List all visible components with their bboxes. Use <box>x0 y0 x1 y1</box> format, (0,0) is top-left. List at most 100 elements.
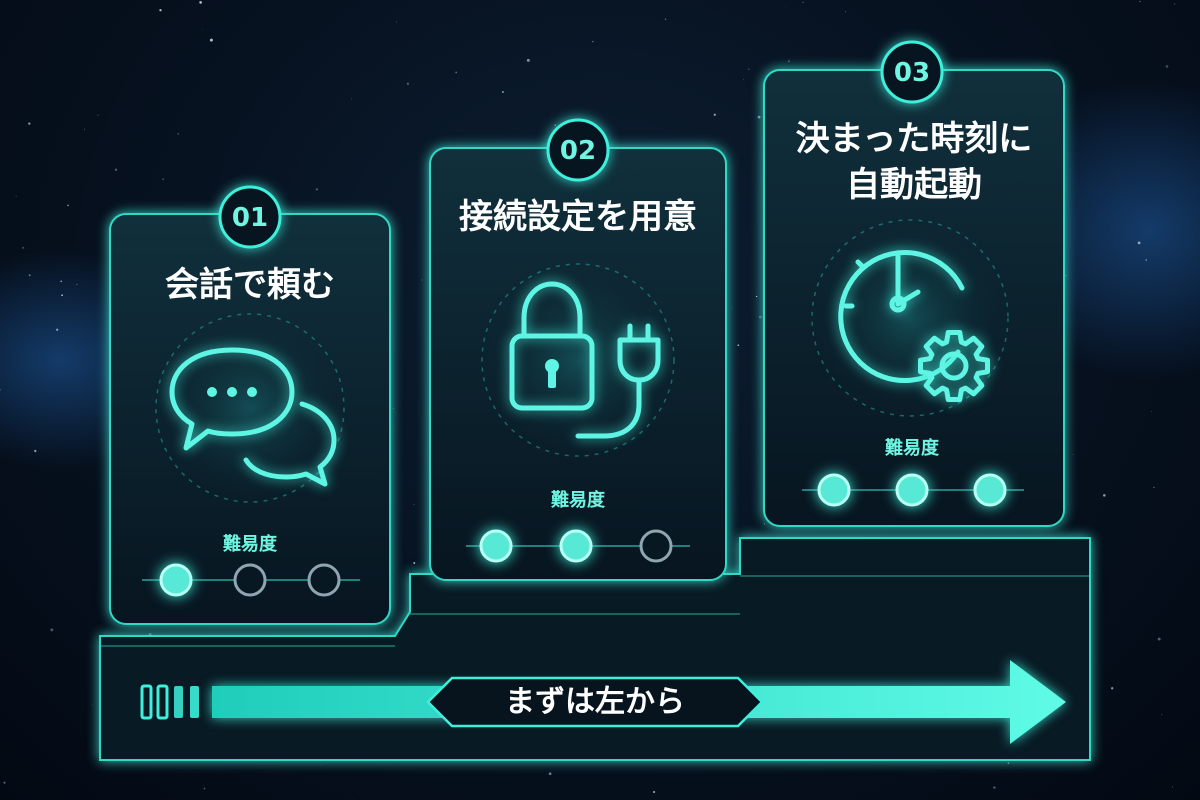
star <box>1137 241 1141 245</box>
star <box>22 246 25 249</box>
star <box>177 133 179 135</box>
star <box>1072 454 1074 456</box>
star <box>67 204 69 207</box>
star <box>413 562 416 564</box>
difficulty-dot-01-3 <box>307 563 341 597</box>
star <box>406 82 410 85</box>
star <box>548 772 552 776</box>
star <box>758 315 762 319</box>
difficulty-dot-03-1 <box>817 473 851 507</box>
star <box>61 294 63 297</box>
star <box>592 40 594 43</box>
difficulty-label-01: 難易度 <box>223 533 278 555</box>
star <box>413 503 415 505</box>
star <box>0 388 2 391</box>
star <box>1157 637 1161 641</box>
star <box>50 628 54 632</box>
difficulty-dot-03-3 <box>973 473 1007 507</box>
step-card-01: 01 会話で頼む 難易度 <box>109 185 391 625</box>
star <box>526 58 530 62</box>
star <box>1174 3 1176 5</box>
step-card-02: 02 接続設定を用意 難易度 <box>429 118 727 581</box>
star <box>1171 786 1174 788</box>
banner-label: まずは左から <box>505 685 685 720</box>
step-title-01: 会話で頼む <box>165 265 335 305</box>
step-badge-01 <box>218 185 282 249</box>
star <box>319 764 321 766</box>
difficulty-dot-02-2 <box>559 529 593 563</box>
difficulty-dot-01-2 <box>233 563 267 597</box>
star <box>713 113 716 116</box>
star <box>162 178 165 180</box>
star <box>421 279 423 281</box>
star <box>757 115 761 119</box>
star <box>1139 0 1141 3</box>
star <box>396 21 398 23</box>
star <box>351 98 353 100</box>
star <box>1165 65 1169 68</box>
step-card-03: 03 決まった時刻に 自動起動 難易度 <box>763 40 1065 527</box>
star <box>664 18 667 20</box>
star <box>1065 275 1067 277</box>
star <box>501 91 504 93</box>
progress-arrow: まずは左から <box>140 660 1066 744</box>
step-number-03: 03 <box>894 58 930 88</box>
star <box>784 5 786 7</box>
star <box>763 523 765 525</box>
star <box>199 1 202 4</box>
step-title-03-line2: 自動起動 <box>846 165 982 205</box>
star <box>28 122 31 125</box>
star <box>755 295 758 298</box>
star <box>203 787 206 790</box>
star <box>743 79 744 81</box>
star <box>802 1 804 3</box>
chat-bubbles-icon <box>150 308 350 508</box>
star <box>114 168 118 172</box>
step-number-02: 02 <box>560 136 596 166</box>
star <box>76 283 78 286</box>
star <box>353 798 354 800</box>
star <box>653 790 656 794</box>
clock-gear-icon <box>806 214 1014 422</box>
difficulty-label-03: 難易度 <box>885 437 940 459</box>
difficulty-meter-01 <box>142 563 360 597</box>
star <box>731 307 733 308</box>
star <box>56 328 59 331</box>
star <box>315 188 319 191</box>
step-number-01: 01 <box>232 203 268 233</box>
star <box>455 71 458 74</box>
star <box>28 274 31 277</box>
difficulty-dot-03-2 <box>895 473 929 507</box>
star <box>788 60 790 63</box>
star <box>1153 486 1155 489</box>
star <box>34 449 37 453</box>
star <box>15 195 17 197</box>
star <box>92 704 93 706</box>
step-title-03-line1: 決まった時刻に <box>796 119 1033 159</box>
star <box>1007 762 1010 764</box>
lock-plug-icon <box>474 256 682 464</box>
banner-plate <box>426 676 764 728</box>
star <box>1111 687 1114 690</box>
star <box>159 9 162 12</box>
star <box>1161 714 1163 716</box>
star <box>3 781 6 784</box>
star <box>60 280 62 283</box>
step-badge-03 <box>880 40 944 104</box>
star <box>97 114 99 116</box>
star <box>554 124 557 127</box>
star <box>844 11 846 13</box>
star <box>993 786 996 789</box>
star <box>1145 259 1148 261</box>
star <box>737 344 740 347</box>
difficulty-dot-02-1 <box>479 529 513 563</box>
star <box>84 128 86 130</box>
star <box>1103 494 1106 497</box>
star <box>748 68 750 70</box>
star <box>393 407 394 409</box>
star <box>209 38 213 42</box>
star <box>202 29 203 31</box>
difficulty-dot-01-1 <box>159 563 193 597</box>
difficulty-meter-02 <box>466 529 690 563</box>
